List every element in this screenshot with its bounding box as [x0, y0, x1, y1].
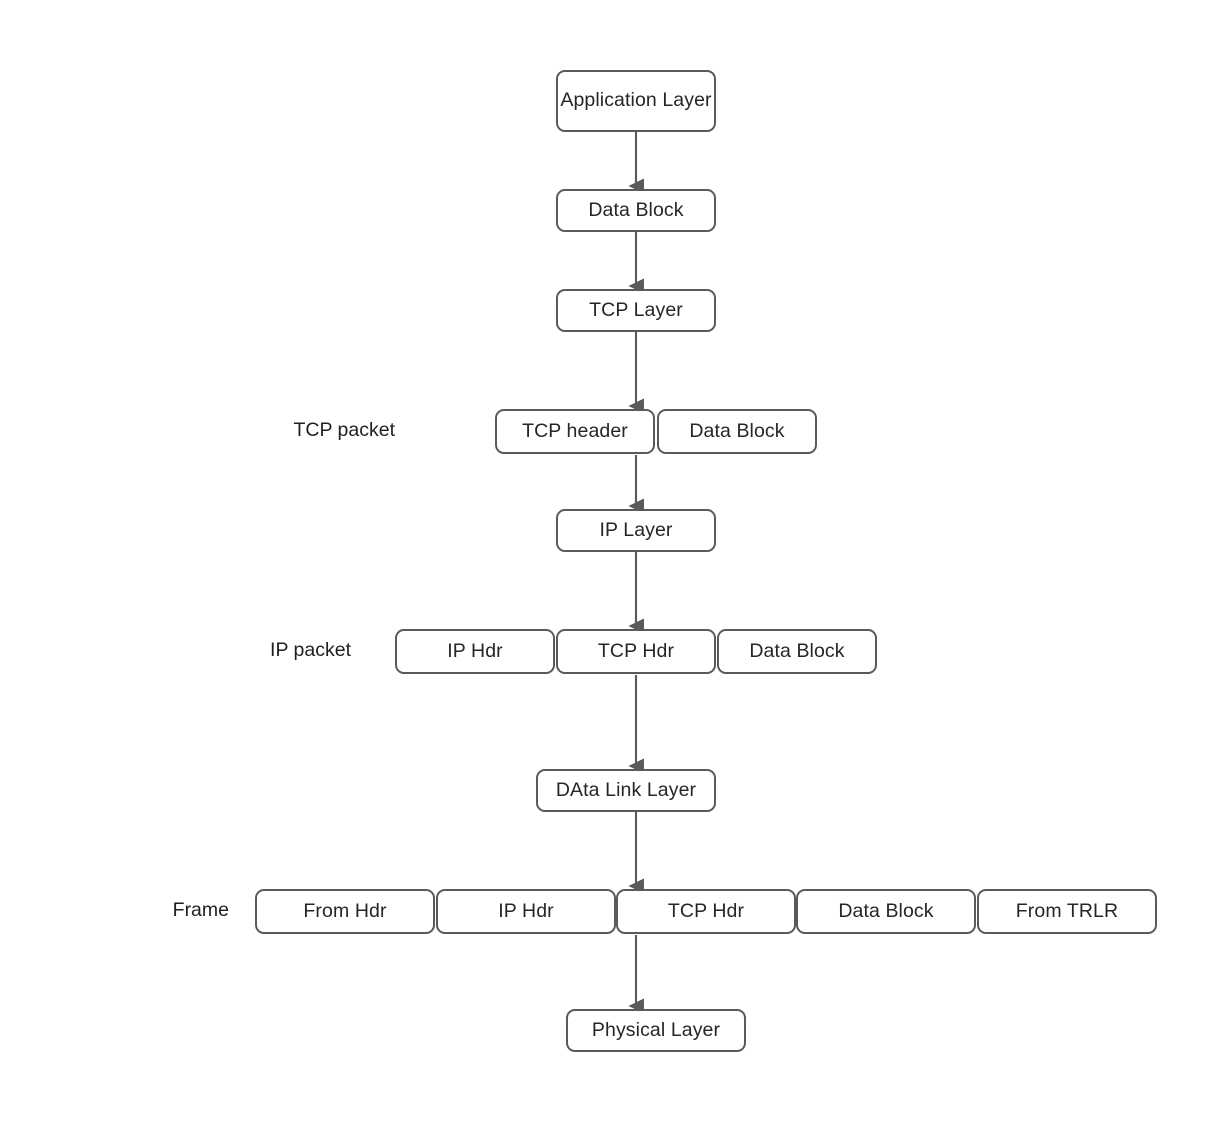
tcp-packet-segment-tcp-header[interactable]: TCP header	[495, 409, 655, 454]
node-tcp-layer[interactable]: TCP Layer	[556, 289, 716, 332]
frame-segment-tcp-hdr-label: TCP Hdr	[667, 900, 745, 923]
ip-packet-segment-tcp-hdr-label: TCP Hdr	[597, 640, 675, 663]
frame-segment-data-block[interactable]: Data Block	[796, 889, 976, 934]
node-physical-layer[interactable]: Physical Layer	[566, 1009, 746, 1052]
frame-segment-ip-hdr[interactable]: IP Hdr	[436, 889, 616, 934]
tcp-packet-segment-data-block[interactable]: Data Block	[657, 409, 817, 454]
frame-segment-ip-hdr-label: IP Hdr	[498, 900, 554, 923]
node-physical-layer-label: Physical Layer	[591, 1019, 721, 1042]
ip-packet-segment-data-block[interactable]: Data Block	[717, 629, 877, 674]
node-ip-layer-label: IP Layer	[599, 519, 673, 542]
row-label-tcp-packet: TCP packet	[293, 419, 395, 441]
frame-segment-from-hdr-label: From Hdr	[303, 900, 387, 923]
node-data-block[interactable]: Data Block	[556, 189, 716, 232]
ip-packet-segment-ip-hdr[interactable]: IP Hdr	[395, 629, 555, 674]
ip-packet-segment-tcp-hdr[interactable]: TCP Hdr	[556, 629, 716, 674]
node-data-link-layer[interactable]: DAta Link Layer	[536, 769, 716, 812]
node-application-layer-label: Application Layer	[560, 89, 712, 112]
row-label-frame: Frame	[172, 899, 229, 921]
frame-segment-from-trlr-label: From TRLR	[1015, 900, 1119, 923]
ip-packet-segment-ip-hdr-label: IP Hdr	[447, 640, 503, 663]
frame-segment-from-hdr[interactable]: From Hdr	[255, 889, 435, 934]
tcp-packet-segment-data-block-label: Data Block	[689, 420, 785, 443]
frame-segment-tcp-hdr[interactable]: TCP Hdr	[616, 889, 796, 934]
node-tcp-layer-label: TCP Layer	[589, 299, 683, 322]
node-ip-layer[interactable]: IP Layer	[556, 509, 716, 552]
row-label-ip-packet: IP packet	[270, 639, 351, 661]
ip-packet-segment-data-block-label: Data Block	[749, 640, 845, 663]
frame-segment-data-block-label: Data Block	[838, 900, 934, 923]
node-data-link-layer-label: DAta Link Layer	[555, 779, 697, 802]
node-application-layer[interactable]: Application Layer	[556, 70, 716, 132]
frame-segment-from-trlr[interactable]: From TRLR	[977, 889, 1157, 934]
tcp-packet-segment-tcp-header-label: TCP header	[522, 420, 628, 443]
node-data-block-label: Data Block	[588, 199, 684, 222]
